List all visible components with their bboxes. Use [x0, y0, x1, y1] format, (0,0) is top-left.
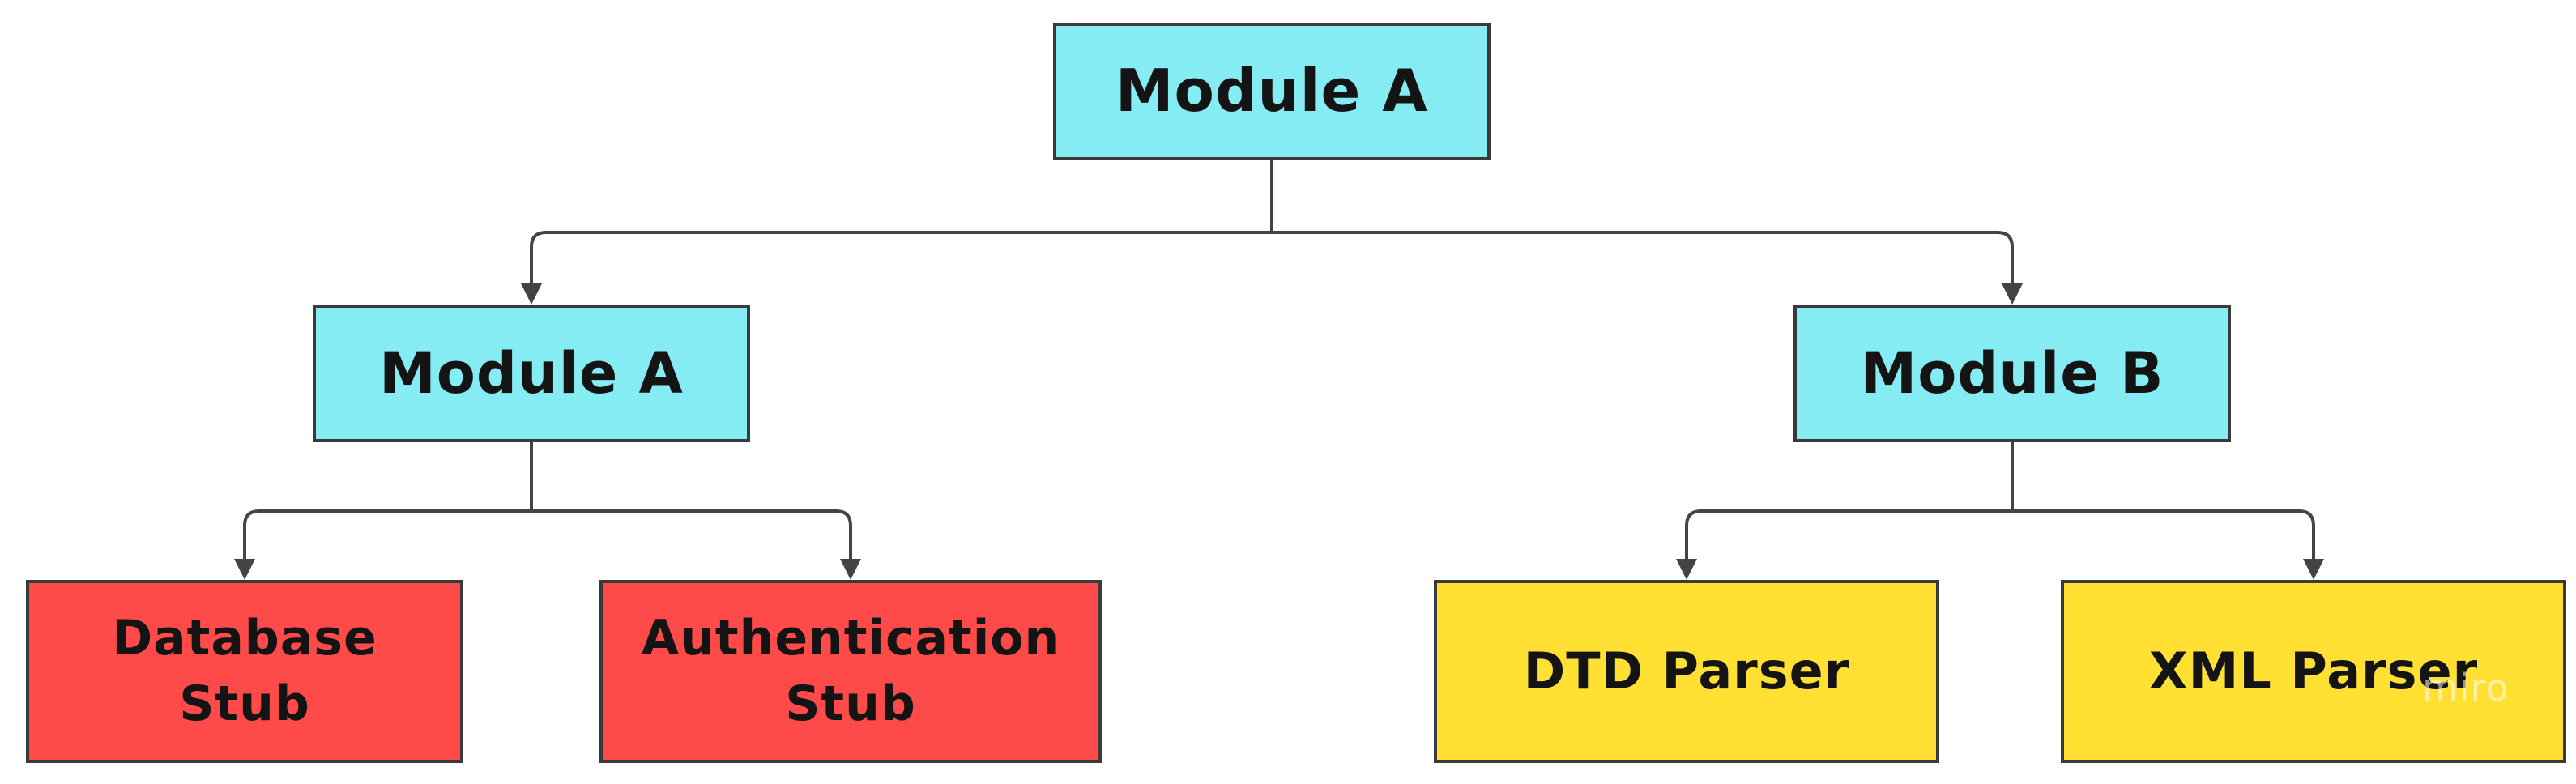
arrowhead-module_a [521, 283, 542, 305]
arrowhead-module_b [2002, 283, 2023, 305]
node-database-stub[interactable]: Database Stub [26, 580, 463, 763]
node-module-a[interactable]: Module A [313, 305, 750, 442]
arrowhead-authentication_stub [840, 559, 861, 580]
node-module-b[interactable]: Module B [1793, 305, 2231, 442]
connector-module_b-to-xml_parser [2011, 442, 2315, 559]
node-authentication-stub[interactable]: Authentication Stub [599, 580, 1102, 763]
node-xml-parser[interactable]: XML Parser [2061, 580, 2566, 763]
connector-root-to-module_b [1270, 160, 2014, 283]
miro-watermark: miro [2422, 666, 2510, 709]
node-root-module-a[interactable]: Module A [1053, 23, 1491, 160]
connector-root-to-module_a [530, 160, 1273, 283]
arrowhead-xml_parser [2303, 559, 2324, 580]
connector-module_a-to-database_stub [243, 442, 533, 559]
arrowhead-dtd_parser [1676, 559, 1697, 580]
connector-module_b-to-dtd_parser [1685, 442, 2014, 559]
connector-module_a-to-authentication_stub [530, 442, 852, 559]
node-dtd-parser[interactable]: DTD Parser [1434, 580, 1939, 763]
arrowhead-database_stub [234, 559, 255, 580]
